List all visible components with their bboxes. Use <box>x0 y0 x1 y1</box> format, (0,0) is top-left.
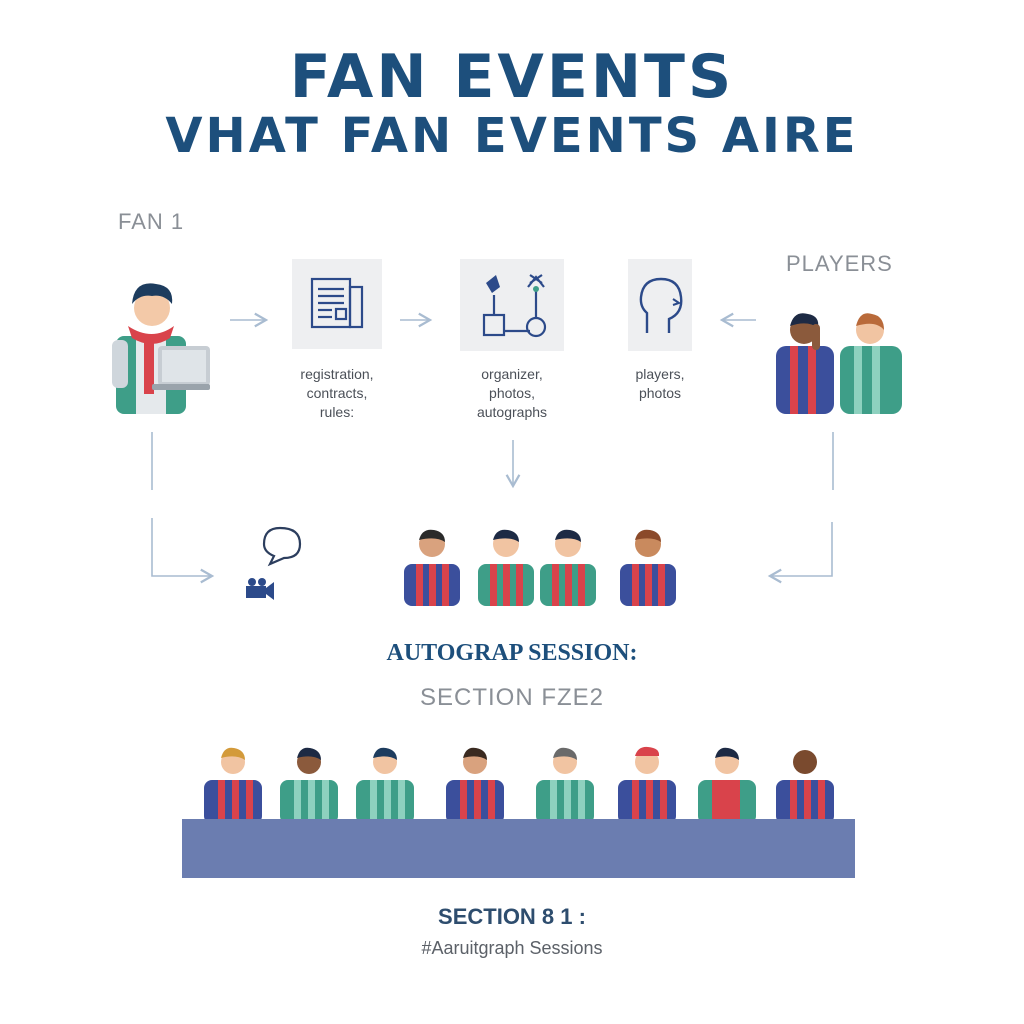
players-group-icon <box>404 529 676 606</box>
head-profile-icon <box>639 277 683 333</box>
player-2 <box>478 529 534 606</box>
arrow-players-to-group <box>767 522 833 584</box>
fan-label: FAN 1 <box>118 209 185 234</box>
players-row-icon <box>204 746 834 824</box>
player-4 <box>620 529 676 606</box>
section-footer-caption: #Aaruitgraph Sessions <box>421 938 603 958</box>
row-player-4 <box>446 747 504 824</box>
player-1 <box>404 529 460 606</box>
players-label: PLAYERS <box>786 251 893 276</box>
page-title: FAN EVENTS <box>289 42 735 112</box>
organizer-card <box>460 259 564 351</box>
section-footer-heading: SECTION 8 1 : <box>438 904 586 929</box>
fan-with-laptop-icon <box>112 283 210 414</box>
chat-camera-icon <box>246 526 302 600</box>
player-3 <box>540 529 596 606</box>
row-player-5 <box>536 747 594 824</box>
organizer-icon <box>482 274 547 338</box>
row-player-1 <box>204 747 262 824</box>
organizer-text: organizer,photos,autographs <box>476 366 548 420</box>
players-pair-icon <box>776 313 902 414</box>
page-subtitle: VHAT FAN EVENTS AIRE <box>165 108 859 164</box>
registration-card <box>292 259 382 349</box>
registration-text: registration,contracts,rules: <box>300 366 374 420</box>
arrow-fan-to-chat <box>151 518 215 584</box>
section-subheading: SECTION FZE2 <box>419 684 605 711</box>
profile-card <box>628 259 692 351</box>
row-player-3 <box>356 747 414 824</box>
row-player-7 <box>698 747 756 824</box>
autograph-table <box>182 819 855 878</box>
document-icon <box>310 277 364 329</box>
row-player-6 <box>618 746 676 824</box>
autograph-session-heading: AUTOGRAP SESSION: <box>386 640 638 666</box>
row-player-2 <box>280 747 338 824</box>
profile-text: players,photos <box>635 366 685 401</box>
row-player-8 <box>776 750 834 824</box>
